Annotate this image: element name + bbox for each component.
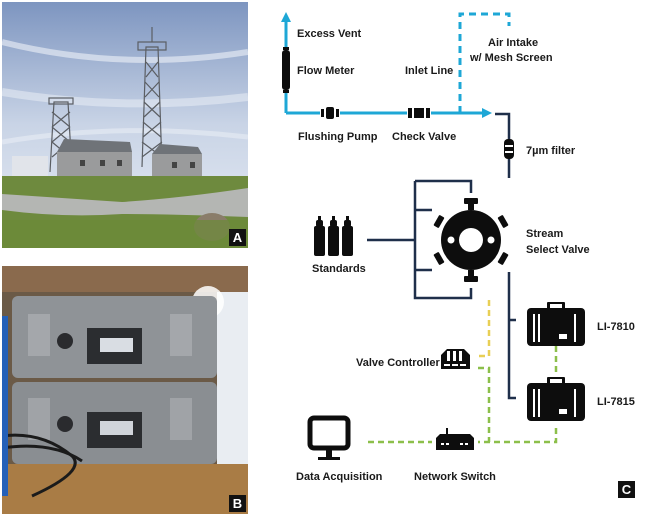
label-select-valve: Select Valve <box>526 244 590 256</box>
monitor-icon <box>307 415 351 460</box>
analyzer-case-icon <box>527 302 585 346</box>
air-intake-line <box>458 12 511 113</box>
panel-a-badge: A <box>229 229 246 246</box>
gas-cylinders-icon <box>314 216 353 256</box>
label-filter: 7µm filter <box>526 145 576 157</box>
inlet-arrow-icon <box>482 108 492 118</box>
label-flow-meter: Flow Meter <box>297 65 355 77</box>
network-lines <box>368 346 558 444</box>
pump-icon <box>320 107 340 119</box>
vent-arrow-icon <box>281 12 291 22</box>
panel-c-badge: C <box>618 481 635 498</box>
controller-icon <box>441 349 470 369</box>
label-check-valve: Check Valve <box>392 131 456 143</box>
photo-field-station: A <box>2 2 248 248</box>
instrument-cases-image <box>2 266 248 514</box>
field-station-image <box>2 2 248 248</box>
label-data-acquisition: Data Acquisition <box>296 471 383 483</box>
analyzer-case-icon <box>527 377 585 421</box>
label-air-intake: Air Intake <box>488 37 538 49</box>
rotary-valve-icon <box>433 198 509 282</box>
panel-b-badge: B <box>229 495 246 512</box>
label-valve-controller: Valve Controller <box>356 357 440 369</box>
photo-instrument-cases: B <box>2 266 248 514</box>
label-inlet-line: Inlet Line <box>405 65 453 77</box>
flow-meter-icon <box>282 47 290 93</box>
label-mesh-screen: w/ Mesh Screen <box>469 52 553 64</box>
control-line <box>478 300 491 358</box>
label-stream: Stream <box>526 228 564 240</box>
check-valve-icon <box>407 108 431 118</box>
label-flushing-pump: Flushing Pump <box>298 131 378 143</box>
label-excess-vent: Excess Vent <box>297 28 362 40</box>
label-standards: Standards <box>312 263 366 275</box>
filter-icon <box>504 139 514 159</box>
label-li7810: LI-7810 <box>597 321 635 333</box>
label-li7815: LI-7815 <box>597 396 635 408</box>
router-icon <box>436 428 474 450</box>
label-network-switch: Network Switch <box>414 471 496 483</box>
